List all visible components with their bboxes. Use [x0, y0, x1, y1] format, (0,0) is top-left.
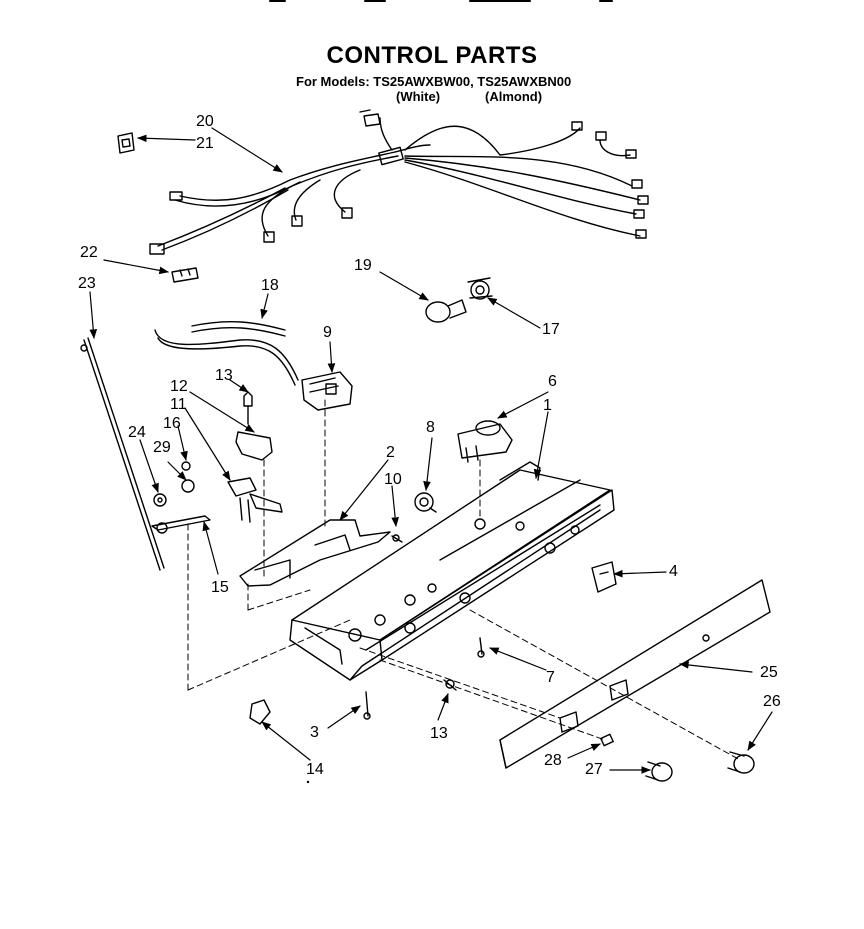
part-9-switch — [154, 329, 353, 411]
leader-arrows — [89, 127, 773, 774]
part-21-clip — [117, 132, 135, 154]
part-25-trim-strip — [499, 579, 771, 769]
part-28-screw — [600, 733, 614, 747]
callout-22: 22 — [80, 244, 98, 261]
callout-13-upper: 13 — [215, 367, 233, 384]
screws — [363, 534, 485, 720]
callout-19: 19 — [354, 257, 372, 274]
callout-18: 18 — [261, 277, 279, 294]
callout-16: 16 — [163, 415, 181, 432]
part-6-thermostat — [457, 420, 513, 463]
variant-white: (White) — [396, 89, 441, 104]
callout-12: 12 — [170, 378, 188, 395]
part-2-bracket — [239, 519, 391, 587]
callout-28: 28 — [544, 752, 562, 769]
callout-1: 1 — [543, 397, 552, 414]
part-26-knob — [727, 751, 755, 774]
models-line: For Models: TS25AWXBW00, TS25AWXBN00 — [296, 74, 572, 89]
part-27-knob — [645, 761, 673, 782]
callout-13-lower: 13 — [430, 725, 448, 742]
part-22-bracket — [171, 267, 199, 283]
callout-24: 24 — [128, 424, 146, 441]
callout-2: 2 — [386, 444, 395, 461]
damper-linkage-parts — [151, 391, 283, 534]
part-8-knob — [414, 492, 437, 513]
part-14-clip — [249, 699, 271, 725]
part-1-control-housing — [289, 461, 615, 681]
part-19-bulb — [425, 299, 467, 323]
callout-9: 9 — [323, 324, 332, 341]
callout-4: 4 — [669, 563, 678, 580]
callout-20: 20 — [196, 113, 214, 130]
part-23-rod — [80, 337, 165, 571]
callout-17: 17 — [542, 321, 560, 338]
diagram-title: CONTROL PARTS — [326, 42, 538, 69]
part-20-wire-harness — [149, 109, 649, 255]
callout-10: 10 — [384, 471, 402, 488]
callout-23: 23 — [78, 275, 96, 292]
callout-29: 29 — [153, 439, 171, 456]
variant-almond: (Almond) — [485, 89, 543, 104]
callout-6: 6 — [548, 373, 557, 390]
callout-26: 26 — [763, 693, 781, 710]
callout-27: 27 — [585, 761, 603, 778]
callout-8: 8 — [426, 419, 435, 436]
callout-14: 14 — [306, 761, 324, 778]
callout-3: 3 — [310, 724, 319, 741]
part-17-socket — [467, 277, 493, 300]
callout-11: 11 — [170, 396, 187, 413]
callout-15: 15 — [211, 579, 229, 596]
assembly-guide-lines — [187, 399, 741, 761]
callout-25: 25 — [760, 664, 778, 681]
part-4-clip — [591, 561, 617, 593]
callout-21: 21 — [196, 135, 214, 152]
part-18-tube — [191, 320, 286, 337]
callout-7: 7 — [546, 669, 555, 686]
